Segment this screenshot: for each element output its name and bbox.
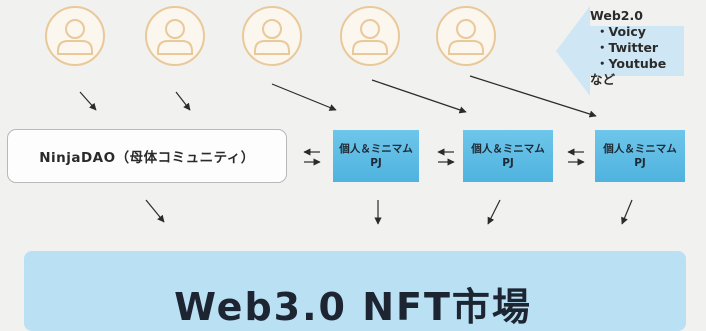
web2-list: Voicy Twitter Youtube xyxy=(590,24,667,72)
project-box-2-line2: PJ xyxy=(502,157,514,169)
web2-item-youtube: Youtube xyxy=(596,56,667,72)
person-icon xyxy=(45,6,105,66)
arrow-avatar3-pj1 xyxy=(271,83,337,111)
arrow-avatar4-pj2 xyxy=(371,79,467,114)
nft-market-title: Web3.0 NFT市場 xyxy=(174,285,532,329)
person-icon xyxy=(145,6,205,66)
project-box-3-line2: PJ xyxy=(634,157,646,169)
project-box-2-line1: 個人＆ミニマム xyxy=(471,143,545,155)
diagram: Web2.0 Voicy Twitter Youtube など xyxy=(0,0,706,322)
project-box-3: 個人＆ミニマム PJ xyxy=(595,130,685,182)
arrow-pj2-market xyxy=(487,199,501,225)
web2-item-voicy: Voicy xyxy=(596,24,666,40)
web2-label: Web2.0 Voicy Twitter Youtube など xyxy=(590,8,666,88)
connector-arrows xyxy=(79,75,633,225)
project-box-2: 個人＆ミニマム PJ xyxy=(463,130,553,182)
arrow-pj3-market xyxy=(621,199,633,225)
person-icon xyxy=(436,6,496,66)
web2-suffix: など xyxy=(590,72,616,87)
nft-market-panel xyxy=(24,251,686,331)
web2-item-twitter: Twitter xyxy=(596,40,666,56)
arrow-avatar2-dao xyxy=(175,91,191,111)
project-box-3-line1: 個人＆ミニマム xyxy=(603,143,677,155)
person-icon xyxy=(242,6,302,66)
project-box-1-line2: PJ xyxy=(370,157,382,169)
arrow-dao-market xyxy=(145,199,165,223)
arrow-avatar1-dao xyxy=(79,91,97,111)
ninjadao-box: NinjaDAO（母体コミュニティ） xyxy=(7,129,287,183)
project-box-1-line1: 個人＆ミニマム xyxy=(339,143,413,155)
person-icon xyxy=(340,6,400,66)
web2-title: Web2.0 xyxy=(590,8,643,23)
arrow-avatar5-pj3 xyxy=(469,75,597,118)
project-box-1: 個人＆ミニマム PJ xyxy=(333,130,419,182)
